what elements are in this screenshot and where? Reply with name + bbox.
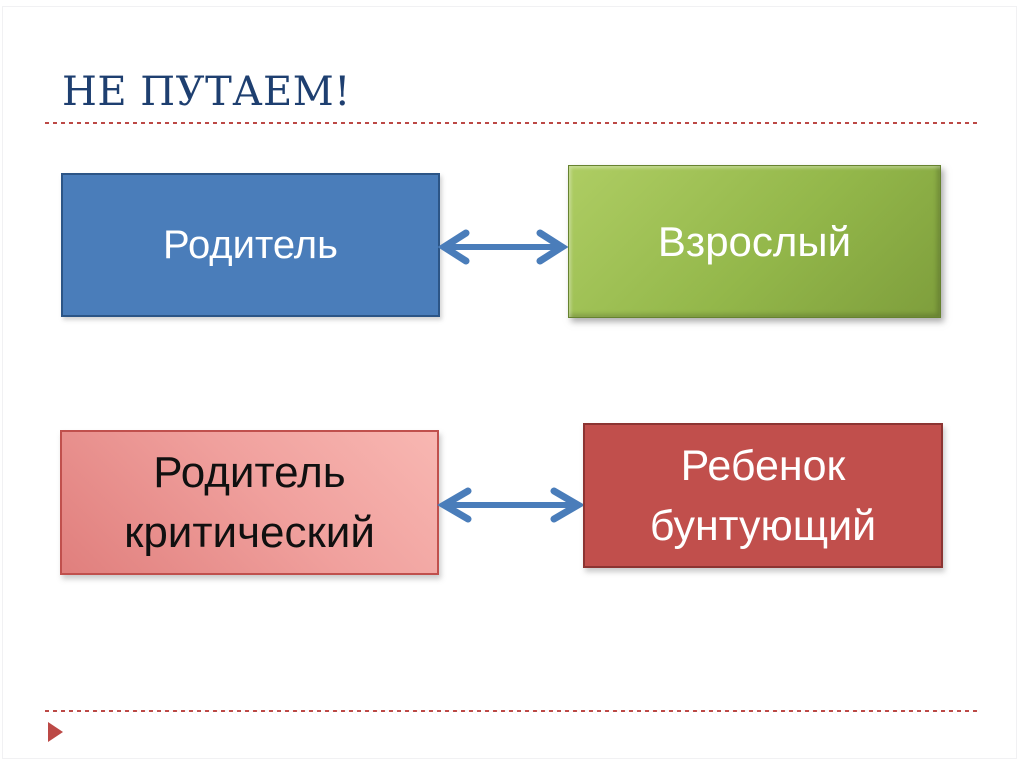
page-title: НЕ ПУТАЕМ! (62, 69, 351, 115)
box-rebellious-child-label: Ребенок бунтующий (650, 436, 876, 556)
double-headed-arrow-icon (437, 229, 569, 265)
box-critical-parent: Родитель критический (60, 430, 439, 575)
double-headed-arrow-icon (437, 487, 585, 523)
play-triangle-icon (48, 722, 63, 742)
box-parent: Родитель (61, 173, 440, 317)
box-parent-label: Родитель (163, 222, 338, 267)
footer-divider (45, 710, 977, 712)
box-rebellious-child-line2: бунтующий (649, 501, 877, 550)
box-critical-parent-line2: критический (124, 507, 375, 557)
box-adult: Взрослый (568, 165, 941, 318)
slide-frame (2, 6, 1017, 759)
box-rebellious-child: Ребенок бунтующий (583, 423, 943, 568)
box-rebellious-child-line1: Ребенок (680, 441, 846, 490)
title-divider (45, 122, 977, 124)
box-critical-parent-label: Родитель критический (124, 443, 375, 563)
box-adult-label: Взрослый (657, 217, 852, 265)
box-critical-parent-line1: Родитель (153, 447, 346, 497)
